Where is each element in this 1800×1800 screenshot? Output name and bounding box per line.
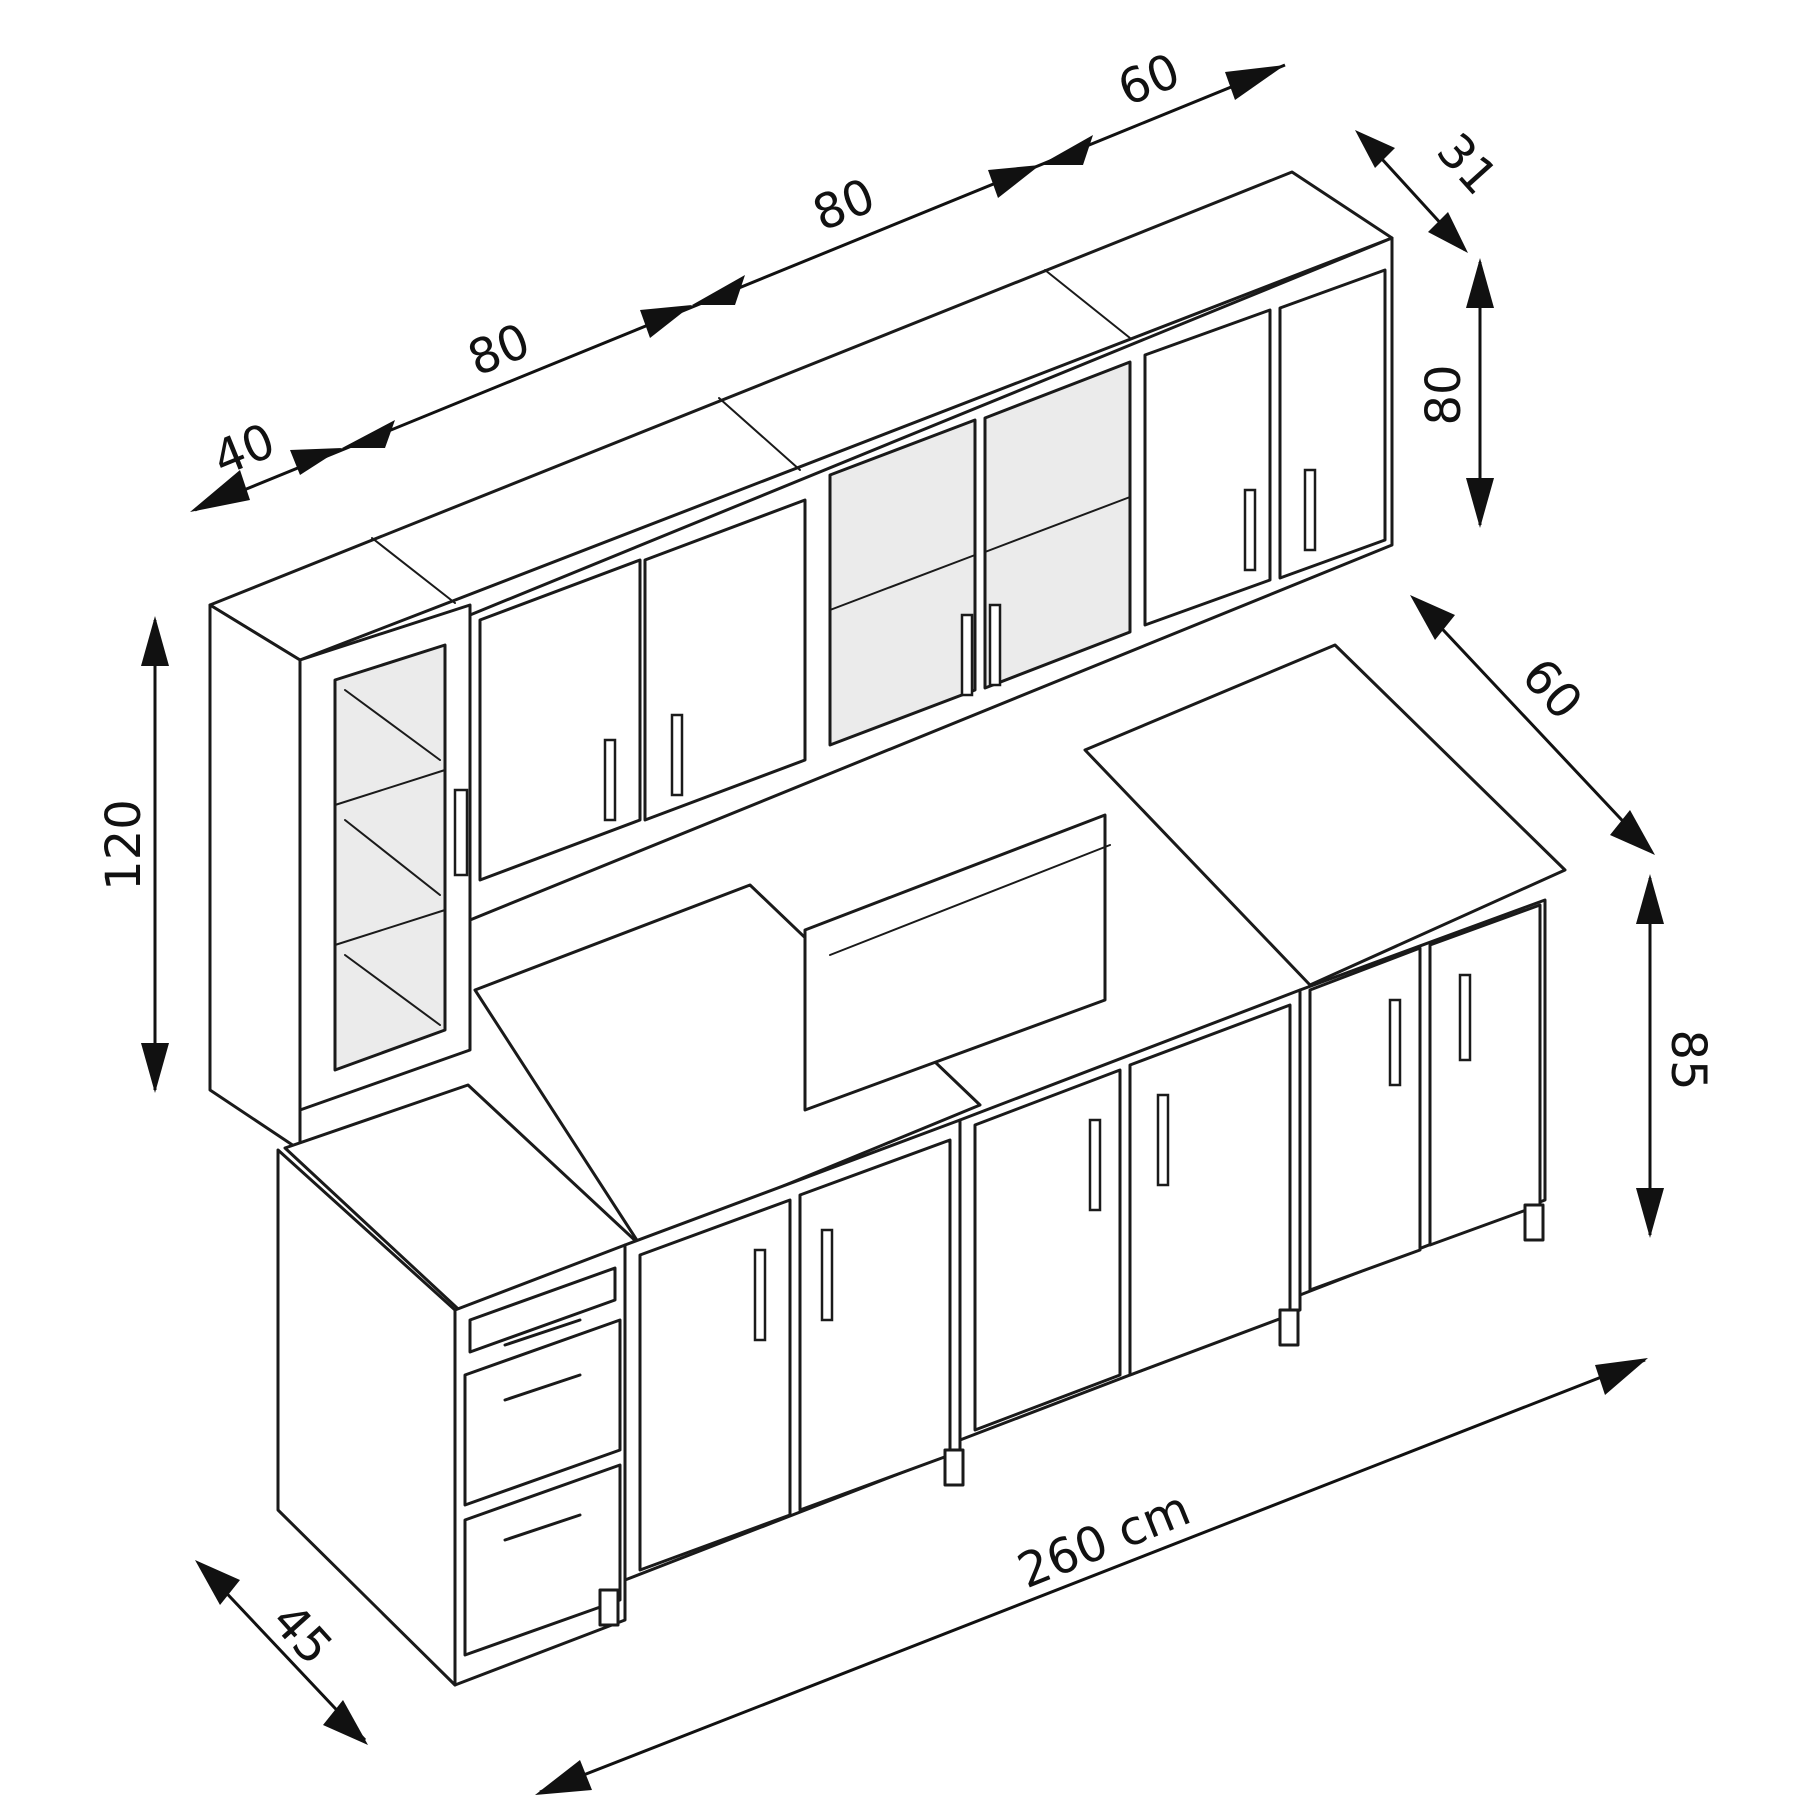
base-door-c2 [1428, 903, 1542, 1247]
arrow-icon [1610, 810, 1655, 855]
tall-glass-panel [333, 643, 447, 1072]
dim-upper-width-right: 60 [1110, 43, 1188, 118]
arrow-icon [190, 470, 250, 512]
dim-tall-unit-height: 120 [96, 799, 152, 891]
base-door-b2 [1128, 1003, 1292, 1377]
sink-back [803, 813, 1107, 1112]
arrow-icon [1355, 130, 1395, 168]
arrow-icon [1410, 595, 1455, 640]
arrow-icon [1466, 478, 1494, 528]
arrow-icon [1466, 258, 1494, 308]
dim-counter-depth: 60 [1511, 648, 1593, 731]
arrow-icon [1040, 135, 1093, 165]
dim-base-height: 85 [1660, 1029, 1716, 1090]
arrow-icon [535, 1760, 592, 1795]
middle-countertop [473, 883, 982, 1247]
upper-door-right-a [643, 498, 807, 822]
arrow-icon [323, 1700, 368, 1745]
upper-cabinets [208, 170, 1394, 1152]
dim-base-depth: 45 [261, 1593, 343, 1676]
drawer-top [468, 1266, 617, 1354]
dim-upper-width-left: 40 [205, 413, 283, 488]
arrow-icon [1595, 1358, 1648, 1395]
base-cabinets [276, 643, 1567, 1687]
arrow-icon [290, 448, 342, 475]
dim-upper-height: 80 [1416, 364, 1472, 425]
arrow-icon [141, 1043, 169, 1093]
arrow-icon [988, 165, 1040, 198]
tall-unit-side [208, 603, 302, 1152]
base-door-a1 [638, 1198, 792, 1572]
upper-door-left-a [478, 558, 642, 882]
right-countertop [1083, 643, 1567, 987]
base-door-a2 [798, 1138, 952, 1512]
drawer-middle [463, 1318, 622, 1507]
arrow-icon [640, 305, 692, 338]
upper-door-left-d [1143, 308, 1272, 627]
drawer-bottom [463, 1463, 622, 1657]
dim-total-width: 260 cm [1010, 1480, 1198, 1599]
base-door-b1 [973, 1068, 1122, 1432]
base-door-c1 [1308, 946, 1422, 1292]
arrow-icon [1225, 65, 1285, 100]
upper-door-right-d [1278, 268, 1387, 580]
arrow-icon [1636, 1188, 1664, 1238]
arrow-icon [195, 1560, 240, 1605]
dim-upper-depth: 31 [1426, 123, 1508, 206]
arrow-icon [141, 616, 169, 666]
arrow-icon [342, 420, 395, 448]
arrow-icon [1428, 212, 1468, 253]
arrow-icon [1636, 874, 1664, 924]
dimension-lines [141, 63, 1664, 1795]
arrow-icon [692, 275, 745, 305]
dim-upper-width-third: 80 [805, 168, 883, 243]
